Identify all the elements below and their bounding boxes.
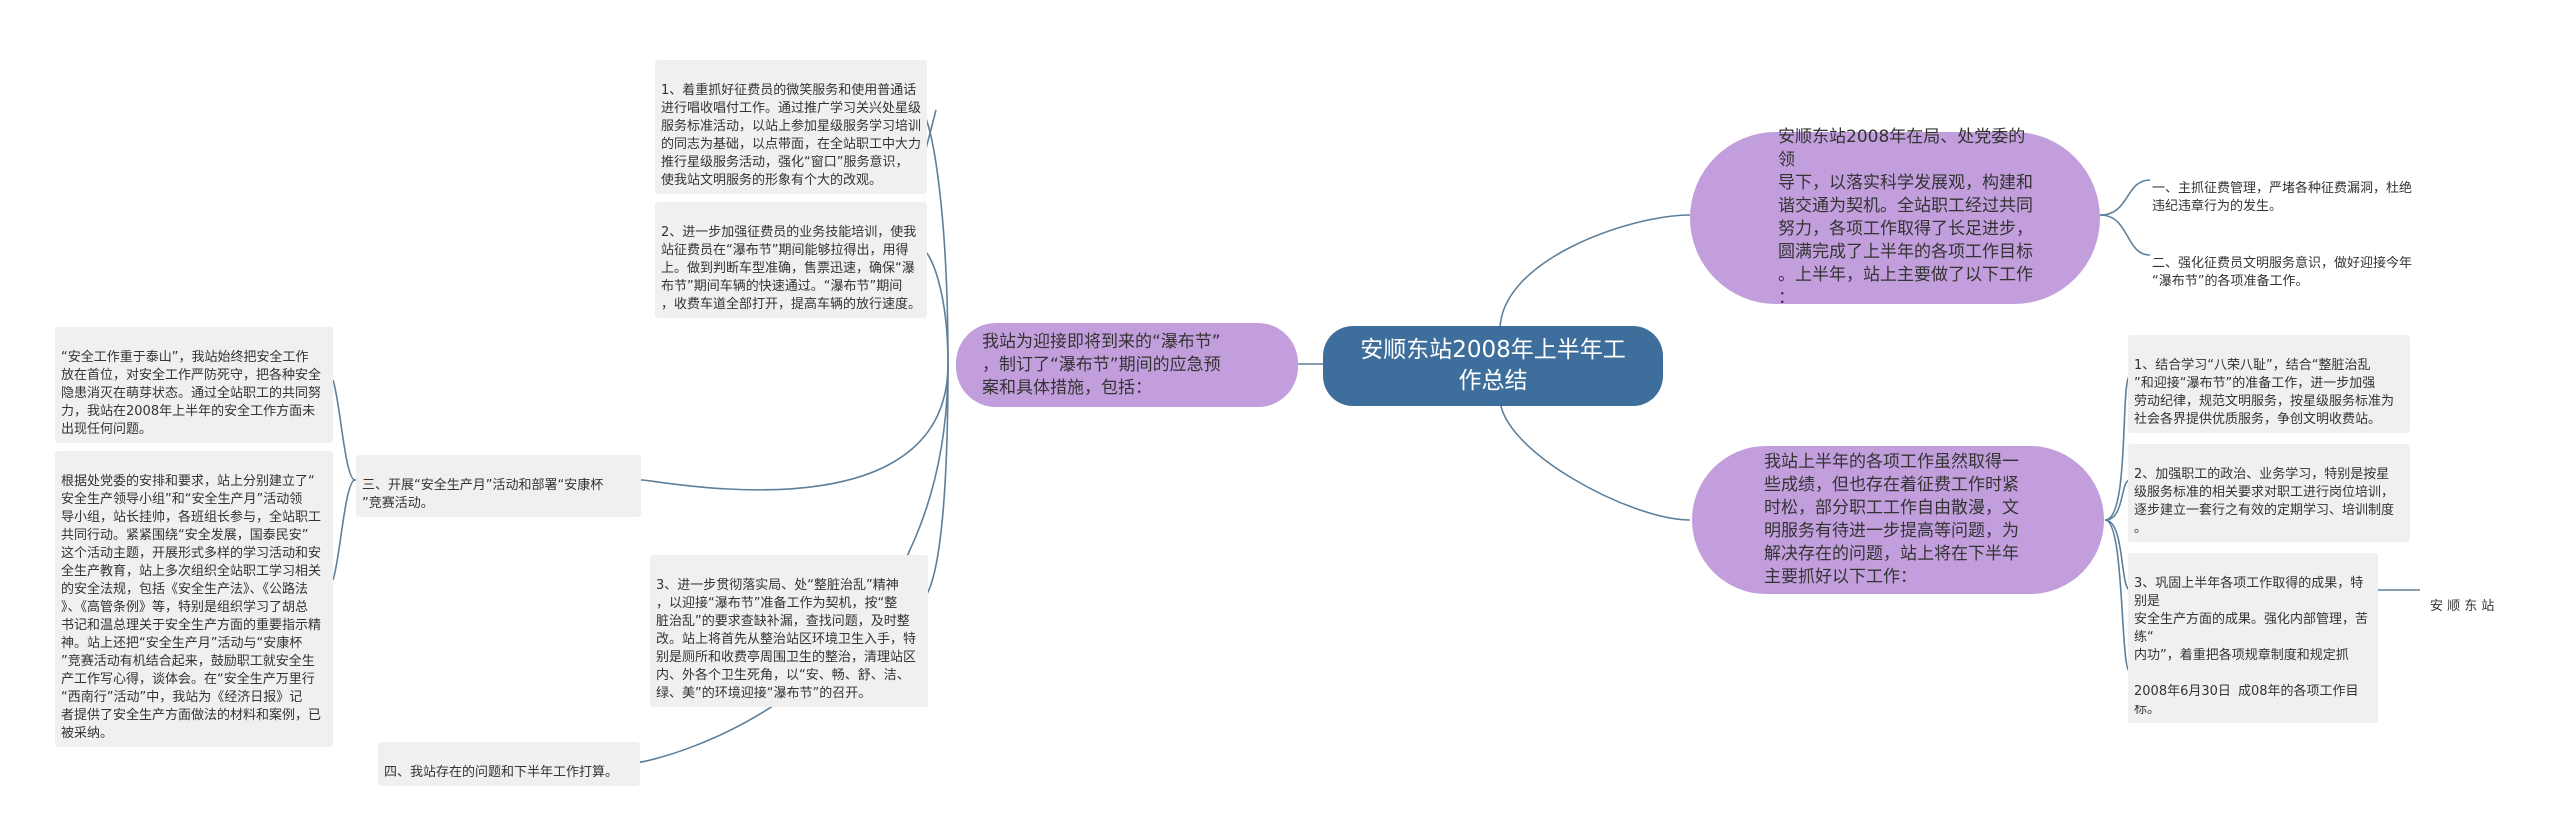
item-text: 2、进一步加强征费员的业务技能培训，使我 站征费员在“瀑布节”期间能够拉得出，用… (661, 225, 922, 312)
sub-item-safety-groups[interactable]: 根据处党委的安排和要求，站上分别建立了“ 安全生产领导小组”和“安全生产月”活动… (55, 451, 333, 747)
item-text: 二、强化征费员文明服务意识，做好迎接今年 “瀑布节”的各项准备工作。 (2152, 256, 2413, 289)
item-text: 四、我站存在的问题和下半年工作打算。 (384, 765, 619, 780)
item-text: 2、加强职工的政治、业务学习，特别是按星 级服务标准的相关要求对职工进行岗位培训… (2134, 467, 2395, 536)
item-text: 2008年6月30日 (2134, 684, 2231, 699)
branch-next-steps-label: 我站上半年的各项工作虽然取得一 些成绩，但也存在着征费工作时紧 时松，部分职工工… (1764, 452, 2019, 587)
item-text: 1、结合学习“八荣八耻”，结合“整脏治乱 ”和迎接“瀑布节”的准备工作，进一步加… (2134, 358, 2395, 427)
link-rt-1 (2099, 179, 2151, 216)
list-item-study[interactable]: 2、加强职工的政治、业务学习，特别是按星 级服务标准的相关要求对职工进行岗位培训… (2128, 444, 2410, 542)
link-rb-3 (2104, 519, 2131, 591)
item-text: 根据处党委的安排和要求，站上分别建立了“ 安全生产领导小组”和“安全生产月”活动… (61, 474, 322, 741)
branch-next-steps[interactable]: 我站上半年的各项工作虽然取得一 些成绩，但也存在着征费工作时紧 时松，部分职工工… (1692, 446, 2104, 594)
list-item-fee-management[interactable]: 一、主抓征费管理，严堵各种征费漏洞，杜绝 违纪违章行为的发生。 (2152, 162, 2452, 216)
list-item-safety-month[interactable]: 三、开展“安全生产月”活动和部署“安康杯 ”竞赛活动。 (356, 455, 641, 517)
link-rb-1 (2104, 374, 2131, 521)
item-text: “安全工作重于泰山”，我站始终把安全工作 放在首位，对安全工作严防死守，把各种安… (61, 350, 322, 437)
list-item-cleanup[interactable]: 3、进一步贯彻落实局、处“整脏治乱”精神 ，以迎接“瀑布节”准备工作为契机，按“… (650, 555, 928, 707)
list-item-date[interactable]: 2008年6月30日 (2128, 661, 2238, 705)
link-sub-2 (332, 479, 356, 581)
branch-summary-label: 安顺东站2008年在局、处党委的领 导下，以落实科学发展观，构建和 谐交通为契机… (1778, 127, 2033, 308)
item-text: 一、主抓征费管理，严堵各种征费漏洞，杜绝 违纪违章行为的发生。 (2152, 181, 2413, 214)
item-text: 三、开展“安全生产月”活动和部署“安康杯 ”竞赛活动。 (362, 478, 604, 511)
item-text: 3、进一步贯彻落实局、处“整脏治乱”精神 ，以迎接“瀑布节”准备工作为契机，按“… (656, 578, 917, 701)
link-root-right-top (1499, 214, 1691, 331)
link-rt-2 (2099, 214, 2151, 256)
list-item-civil-service[interactable]: 二、强化征费员文明服务意识，做好迎接今年 “瀑布节”的各项准备工作。 (2152, 237, 2452, 291)
list-item-service[interactable]: 1、着重抓好征费员的微笑服务和使用普通话 进行唱收唱付工作。通过推广学习关兴处星… (655, 60, 927, 194)
link-rb-4 (2104, 519, 2131, 673)
signature-station[interactable]: 安 顺 东 站 (2430, 580, 2530, 616)
link-rb-2 (2104, 479, 2131, 521)
signature-text: 安 顺 东 站 (2430, 599, 2495, 614)
item-text: 1、着重抓好征费员的微笑服务和使用普通话 进行唱收唱付工作。通过推广学习关兴处星… (661, 83, 922, 188)
list-item-training[interactable]: 2、进一步加强征费员的业务技能培训，使我 站征费员在“瀑布节”期间能够拉得出，用… (655, 202, 927, 318)
root-node[interactable]: 安顺东站2008年上半年工 作总结 (1323, 326, 1663, 406)
root-label: 安顺东站2008年上半年工 作总结 (1360, 337, 1626, 394)
branch-summary[interactable]: 安顺东站2008年在局、处党委的领 导下，以落实科学发展观，构建和 谐交通为契机… (1690, 127, 2100, 308)
link-root-right-bottom (1499, 397, 1691, 521)
branch-emergency-plan-label: 我站为迎接即将到来的“瀑布节” ，制订了“瀑布节”期间的应急预 案和具体措施，包… (982, 331, 1221, 398)
link-sub-1 (332, 379, 356, 481)
branch-emergency-plan[interactable]: 我站为迎接即将到来的“瀑布节” ，制订了“瀑布节”期间的应急预 案和具体措施，包… (956, 323, 1298, 407)
list-item-consolidate[interactable]: 3、巩固上半年各项工作取得的成果，特别是 安全生产方面的成果。强化内部管理，苦练… (2128, 553, 2378, 723)
list-item-discipline[interactable]: 1、结合学习“八荣八耻”，结合“整脏治乱 ”和迎接“瀑布节”的准备工作，进一步加… (2128, 335, 2410, 433)
list-item-problems[interactable]: 四、我站存在的问题和下半年工作打算。 (378, 742, 640, 786)
link-left-4 (641, 363, 949, 491)
sub-item-safety-first[interactable]: “安全工作重于泰山”，我站始终把安全工作 放在首位，对安全工作严防死守，把各种安… (55, 327, 333, 443)
